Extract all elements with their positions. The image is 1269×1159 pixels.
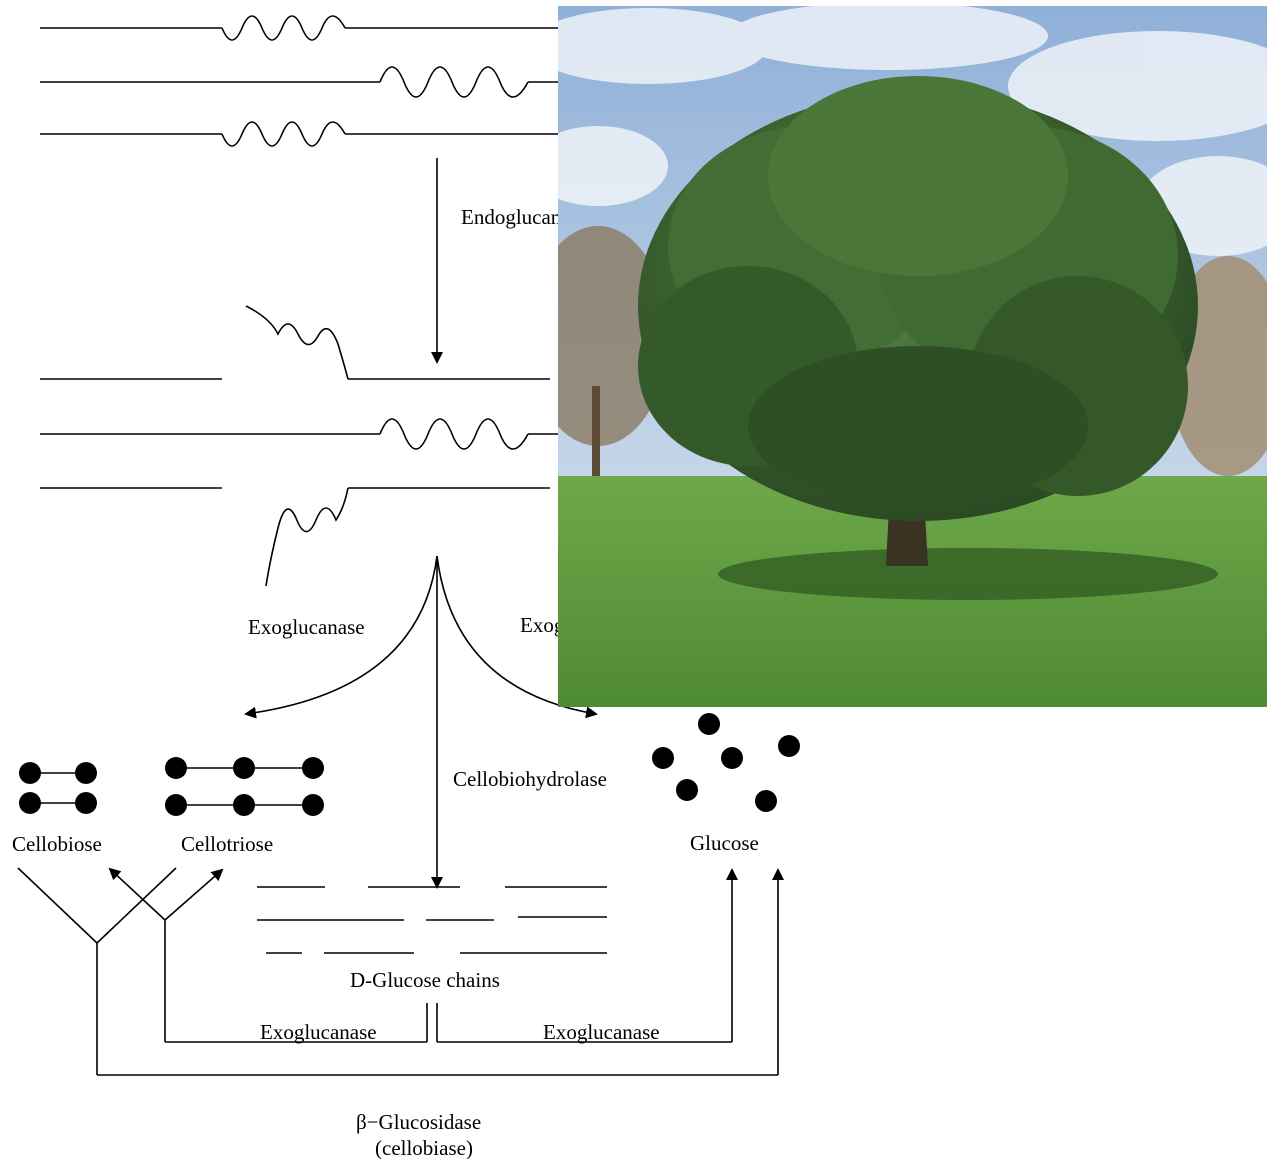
exoglucanase-bottom-right-label: Exoglucanase — [543, 1020, 660, 1044]
beta-glucosidase-route — [96, 868, 784, 1076]
cellobiohydrolase-label: Cellobiohydrolase — [453, 767, 607, 791]
cleaved-chain-2 — [40, 418, 558, 450]
exoglucanase-to-cellobiose-route — [108, 867, 428, 1043]
cleaved-chain-1 — [40, 305, 550, 380]
cleaved-chain-3 — [40, 487, 550, 587]
cellotriose-split-lines — [17, 867, 177, 944]
exoglucanase-left-arrow — [244, 555, 438, 719]
cellulose-chain-top-2 — [40, 66, 560, 98]
tree-crown — [638, 76, 1198, 521]
cellotriose-molecules — [165, 757, 324, 816]
cellobiose-label: Cellobiose — [12, 832, 102, 856]
glucose-label: Glucose — [690, 831, 759, 855]
d-glucose-chain-fragments — [257, 886, 607, 954]
tree-photo — [558, 6, 1267, 707]
tree-photo-image — [558, 6, 1267, 707]
beta-glucosidase-label: β−Glucosidase — [356, 1110, 481, 1134]
cellulose-chain-top-3 — [40, 121, 560, 147]
cellobiase-label: (cellobiase) — [375, 1136, 473, 1159]
exoglucanase-bottom-left-label: Exoglucanase — [260, 1020, 377, 1044]
cellobiose-molecules — [19, 762, 97, 814]
tree-shadow — [718, 548, 1218, 600]
cellulose-chain-top-1 — [40, 15, 560, 41]
d-glucose-chains-label: D-Glucose chains — [350, 968, 500, 992]
cellotriose-label: Cellotriose — [181, 832, 273, 856]
glucose-molecules — [652, 713, 800, 812]
exoglucanase-to-glucose-route — [436, 868, 738, 1043]
exoglucanase-left-label: Exoglucanase — [248, 615, 365, 639]
